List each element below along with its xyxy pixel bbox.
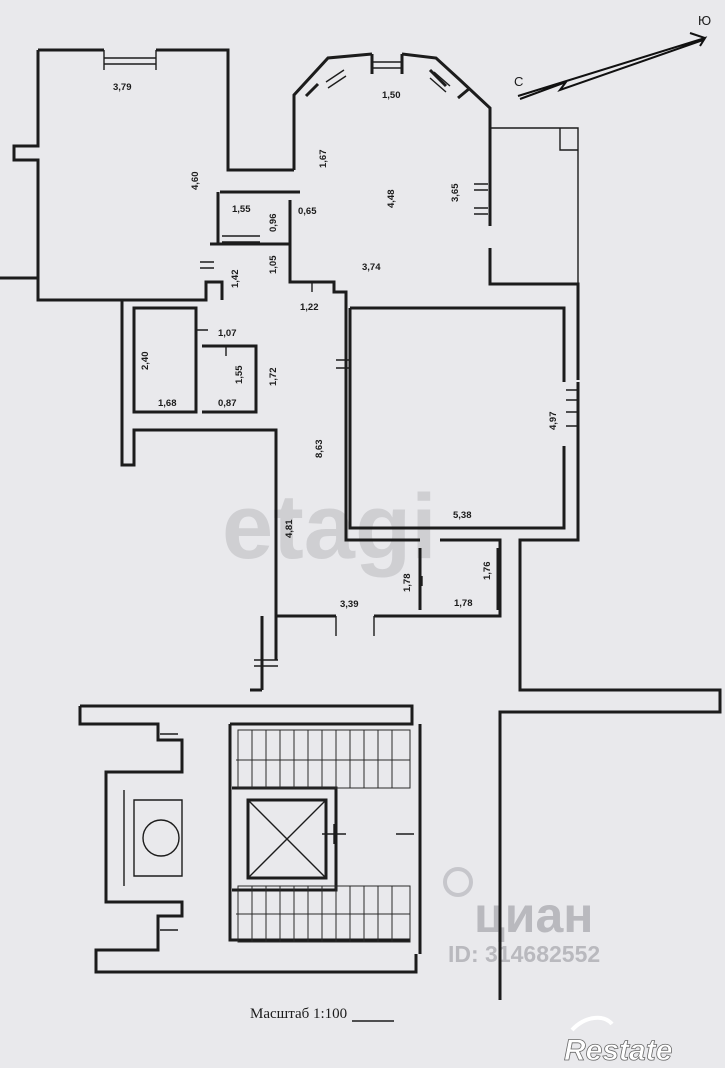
refuse-chute-icon xyxy=(142,819,180,857)
dim-corridor-a: 1,05 xyxy=(268,255,279,274)
compass-arrow-icon xyxy=(517,32,708,100)
dim-wc-width: 0,87 xyxy=(218,398,237,409)
dim-closet-a: 1,78 xyxy=(402,574,413,593)
dim-large-room-width: 5,38 xyxy=(453,510,472,521)
hall-lower-walls xyxy=(250,616,278,692)
dim-closet-b: 1,76 xyxy=(482,562,493,581)
dim-bay-right: 3,65 xyxy=(450,183,461,202)
large-room-walls xyxy=(348,306,580,530)
outer-wall-bay-room xyxy=(292,52,722,1000)
location-pin-icon xyxy=(443,867,473,897)
door-markers xyxy=(103,50,578,667)
stair-flight-lower xyxy=(236,885,411,943)
watermark-cian: циан ID: 314682552 xyxy=(443,867,600,967)
dim-bay-height: 4,48 xyxy=(386,190,397,209)
stair-flight-upper xyxy=(236,729,411,789)
compass-north-label: С xyxy=(514,74,523,89)
closet-walls xyxy=(418,548,500,610)
outer-wall-left-room xyxy=(0,48,294,302)
dim-wc-side: 1,72 xyxy=(268,368,279,387)
dim-hall-length: 8,63 xyxy=(314,440,325,459)
bath-wc-walls xyxy=(132,306,258,414)
dim-bay-bottom: 3,74 xyxy=(362,262,381,273)
compass-south-label: Ю xyxy=(698,13,711,28)
dim-bay-side: 1,67 xyxy=(318,150,329,169)
dim-hall-width: 3,39 xyxy=(340,599,359,610)
stairwell xyxy=(78,704,422,974)
dim-bay-nook: 0,65 xyxy=(298,206,317,217)
dim-corridor-b: 1,42 xyxy=(230,270,241,289)
brand-swoosh-icon xyxy=(570,1015,614,1032)
dim-bath-small-height: 0,96 xyxy=(268,214,279,233)
elevator-cross-icon xyxy=(247,799,327,879)
scale-label: Масштаб 1:100 xyxy=(250,1006,347,1022)
watermark-cian-text: циан xyxy=(474,887,593,943)
dim-bath-left-width: 1,68 xyxy=(158,398,177,409)
brand-logo: Restate xyxy=(564,1015,673,1067)
balcony-outline xyxy=(490,127,579,284)
dim-wc-height: 1,55 xyxy=(234,365,245,384)
dim-bay-top: 1,50 xyxy=(382,90,401,101)
brand-text: Restate xyxy=(564,1034,672,1067)
dim-bath-small-width: 1,55 xyxy=(232,204,251,215)
dim-bath-left-height: 2,40 xyxy=(140,352,151,371)
dim-large-room-height: 4,97 xyxy=(548,412,559,431)
dim-hall-lower: 4,81 xyxy=(284,519,295,538)
interior-walls-upper xyxy=(120,190,502,618)
stairwell-door-markers xyxy=(160,733,414,931)
compass: С Ю xyxy=(514,13,711,100)
dim-closet-c: 1,78 xyxy=(454,598,473,609)
dim-bath-left-top: 1,07 xyxy=(218,328,237,339)
dim-room-left-top-height: 4,60 xyxy=(190,172,201,191)
dim-corridor-c: 1,22 xyxy=(300,302,319,313)
bay-window-frames xyxy=(304,54,471,100)
watermark-cian-id: ID: 314682552 xyxy=(448,941,600,967)
stairwell-walls xyxy=(78,704,422,974)
stairwell-frame xyxy=(123,790,183,886)
dim-room-left-top-width: 3,79 xyxy=(113,82,132,93)
elevator-shaft xyxy=(232,786,338,892)
